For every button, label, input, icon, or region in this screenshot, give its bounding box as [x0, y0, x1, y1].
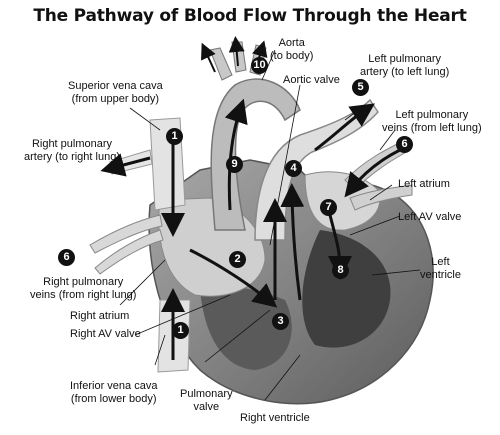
step-badge-ivc: 1 — [172, 322, 189, 339]
step-badge-left-ventricle: 8 — [332, 262, 349, 279]
step-badge-pulmonary-trunk: 4 — [285, 160, 302, 177]
label-aortic-valve: Aortic valve — [283, 74, 340, 86]
label-inferior-vena-cava: Inferior vena cava(from lower body) — [70, 380, 158, 405]
label-superior-vena-cava: Superior vena cava(from upper body) — [68, 80, 163, 105]
label-left-av-valve: Left AV valve — [398, 211, 462, 223]
flow-arrow-aorta-out-1 — [201, 42, 216, 73]
step-badge-right-atrium: 2 — [229, 251, 246, 268]
step-badge-left-pulmonary-veins: 6 — [396, 136, 413, 153]
label-left-atrium: Left atrium — [398, 178, 450, 190]
step-badge-right-ventricle: 3 — [272, 313, 289, 330]
step-badge-left-atrium: 7 — [320, 199, 337, 216]
flow-arrow-ra-rv — [189, 248, 278, 308]
step-badge-ascending-aorta: 9 — [226, 156, 243, 173]
flow-arrow-lung-left — [314, 103, 375, 152]
diagram-title: The Pathway of Blood Flow Through the He… — [33, 6, 467, 26]
step-badge-svc: 1 — [166, 128, 183, 145]
step-badge-left-pulmonary-artery: 5 — [352, 79, 369, 96]
label-right-atrium: Right atrium — [70, 310, 130, 322]
flow-arrow-lpv — [344, 148, 401, 198]
flow-arrow-lung-right — [100, 153, 151, 177]
label-right-ventricle: Right ventricle — [240, 412, 310, 424]
right-pulmonary-veins — [89, 214, 164, 275]
flow-arrow-aorta-out-2 — [228, 36, 245, 67]
label-right-av-valve: Right AV valve — [70, 328, 141, 340]
step-badge-aortic-arch: 10 — [251, 57, 268, 74]
label-aorta: Aorta(to body) — [270, 37, 314, 62]
step-badge-right-pulmonary-veins: 6 — [58, 249, 75, 266]
left-ventricle-chamber — [302, 230, 391, 348]
flow-arrow-lv-aorta — [280, 183, 305, 301]
